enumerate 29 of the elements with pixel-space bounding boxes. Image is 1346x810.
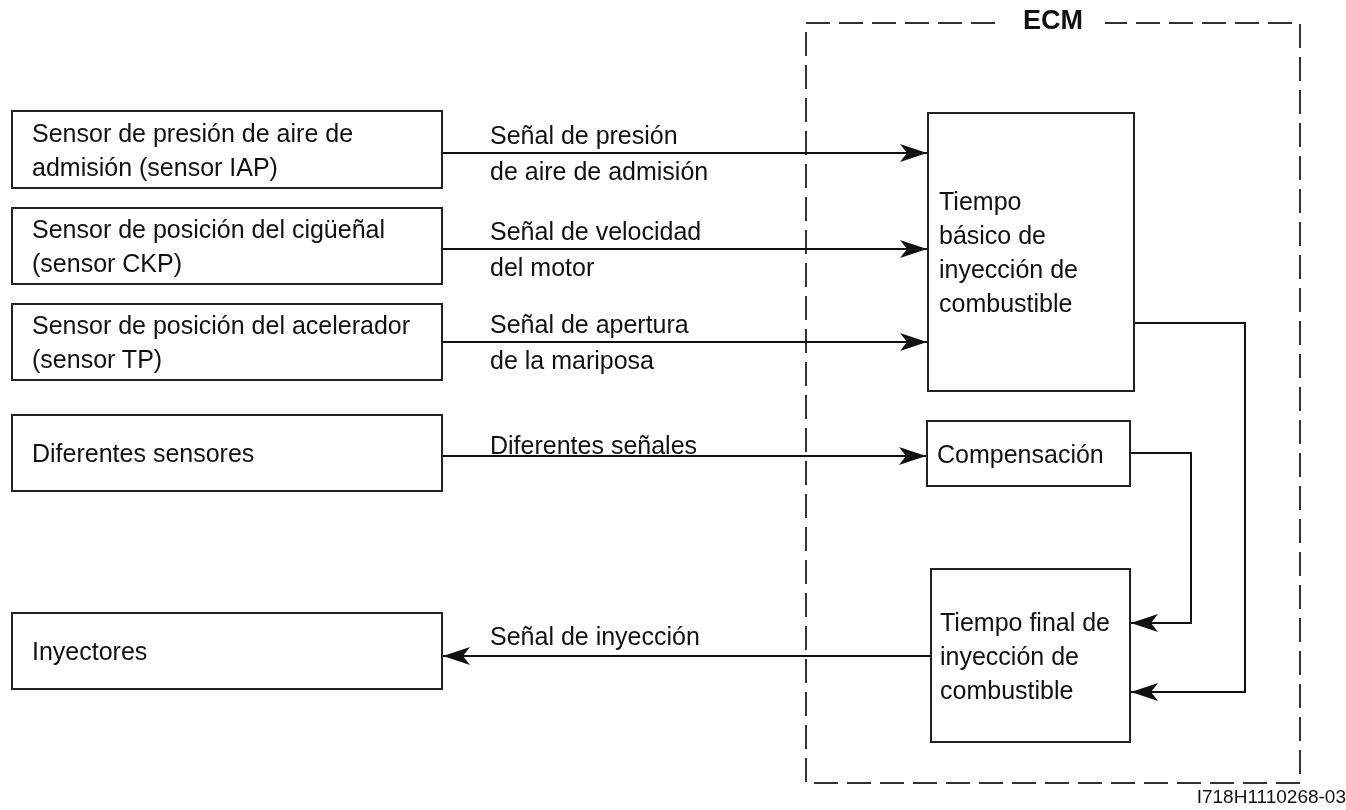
process-box (930, 568, 1131, 743)
arrow (442, 647, 931, 665)
sensor-box (11, 110, 443, 189)
arrow (442, 447, 927, 465)
box-text: Tiempo final de inyección de combustible (940, 606, 1111, 706)
sensor-box (11, 414, 443, 492)
box-text: Tiempo básico de inyección de combustible (939, 186, 1079, 319)
injector-box (11, 612, 443, 690)
sensor-box (11, 207, 443, 285)
arrow (442, 333, 928, 351)
box-text: Inyectores (32, 636, 148, 667)
box-text: Compensación (937, 438, 1104, 470)
edge-label: Señal de velocidad del motor (490, 216, 703, 283)
arrow (1130, 322, 1246, 701)
arrow (442, 144, 928, 162)
figure-code: I718H1110268-03 (1196, 786, 1346, 808)
edge-label: Diferentes señales (490, 430, 699, 461)
process-box (927, 112, 1135, 392)
box-text: Diferentes sensores (32, 438, 255, 469)
box-text: Sensor de posición del cigüeñal (sensor CKP) (32, 214, 386, 279)
box-text: Sensor de presión de aire de admisión (sensor IAP) (32, 117, 355, 183)
process-box (926, 420, 1131, 487)
box-text: Sensor de posición del acelerador (sensor TP) (32, 310, 411, 375)
arrow (442, 240, 928, 258)
edge-label: Señal de apertura de la mariposa (490, 309, 690, 376)
edge-label: Señal de presión de aire de admisión (490, 120, 710, 187)
arrow (1130, 452, 1192, 632)
sensor-box (11, 303, 443, 381)
edge-label: Señal de inyección (490, 621, 701, 652)
